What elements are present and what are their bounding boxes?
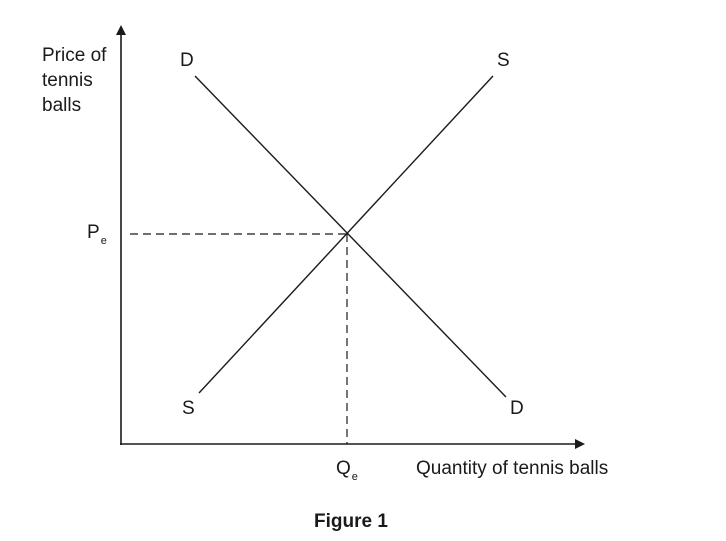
demand-curve — [194, 75, 507, 398]
demand-label-top: D — [180, 50, 194, 71]
supply-label-bottom: S — [182, 398, 195, 419]
demand-label-bottom: D — [510, 398, 524, 419]
equilibrium-quantity-letter: Q — [336, 458, 351, 479]
equilibrium-price-subscript: e — [101, 235, 107, 247]
figure-caption: Figure 1 — [314, 511, 388, 532]
equilibrium-quantity-subscript: e — [352, 471, 358, 483]
supply-label-top: S — [497, 50, 510, 71]
x-axis-label: Quantity of tennis balls — [416, 458, 608, 479]
y-axis-label: Price of tennis balls — [42, 45, 112, 116]
equilibrium-quantity-label: Qe — [336, 458, 358, 483]
y-axis-label-line-1: Price of — [42, 45, 107, 66]
y-axis-label-line-3: balls — [42, 95, 81, 116]
equilibrium-price-letter: P — [87, 222, 100, 243]
y-axis-label-line-2: tennis — [42, 70, 93, 91]
equilibrium-price-label: Pe — [87, 222, 107, 247]
